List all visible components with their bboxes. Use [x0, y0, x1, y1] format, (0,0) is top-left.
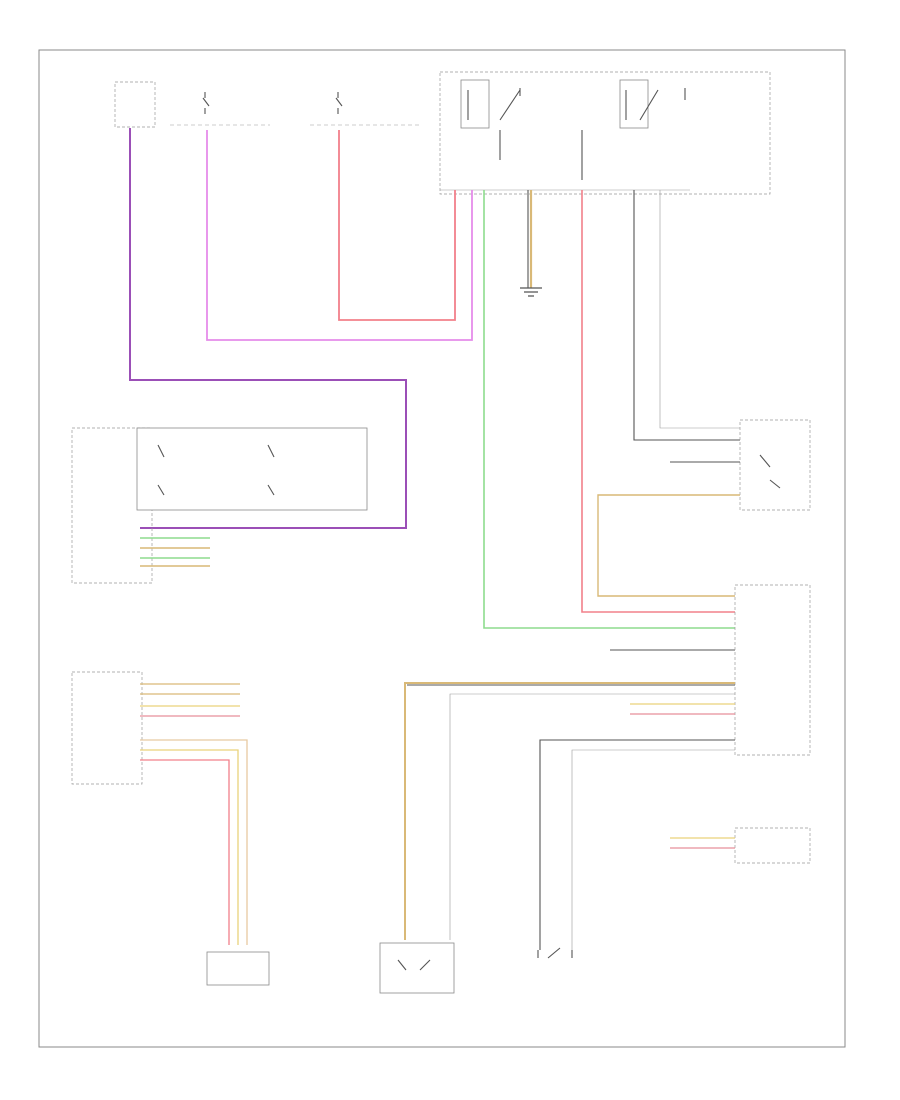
wire-grey-long: [449, 693, 735, 940]
relay-box-1: [460, 79, 490, 129]
relay-switch-2: [625, 88, 686, 121]
switch-symbol-2: [335, 92, 343, 114]
wire-grey-1: [633, 190, 740, 441]
lower-left-module: [71, 671, 143, 785]
sensor-box-left: [206, 951, 270, 986]
module-inner-line: [499, 130, 583, 180]
wire-pink-right: [581, 190, 735, 613]
ll-wire-pink: [140, 759, 230, 945]
module-top-right: [439, 71, 771, 195]
diagram-frame: [38, 49, 846, 1048]
connector-bottom-right: [734, 827, 811, 864]
main-module-right: [734, 584, 811, 756]
switch-symbol-1: [202, 92, 210, 114]
ground-symbol-top: [520, 287, 542, 297]
wire-purple: [129, 128, 407, 529]
wire-dark-mid: [539, 739, 735, 950]
wire-tan-right: [597, 494, 740, 597]
control-box-upper: [739, 419, 811, 511]
relay-switch-1: [467, 88, 521, 121]
ll-wire-yellow: [140, 749, 239, 945]
switch-panel: [136, 427, 368, 511]
connector-top-1: [114, 81, 156, 128]
wire-magenta: [206, 130, 473, 341]
relay-box-2: [619, 79, 649, 129]
ll-wire-tan: [140, 739, 248, 945]
bottom-right-switch: [537, 947, 573, 959]
upper-box-switch: [759, 454, 781, 489]
wire-green: [483, 190, 735, 629]
wire-pink-top: [338, 130, 456, 321]
panel-switches: [157, 444, 275, 496]
wire-grey-mid: [571, 749, 735, 950]
bottom-switch-symbol: [397, 959, 431, 971]
wire-grey-2: [659, 190, 740, 429]
wire-tan-long: [404, 682, 735, 940]
switch-box-bottom: [379, 942, 455, 994]
